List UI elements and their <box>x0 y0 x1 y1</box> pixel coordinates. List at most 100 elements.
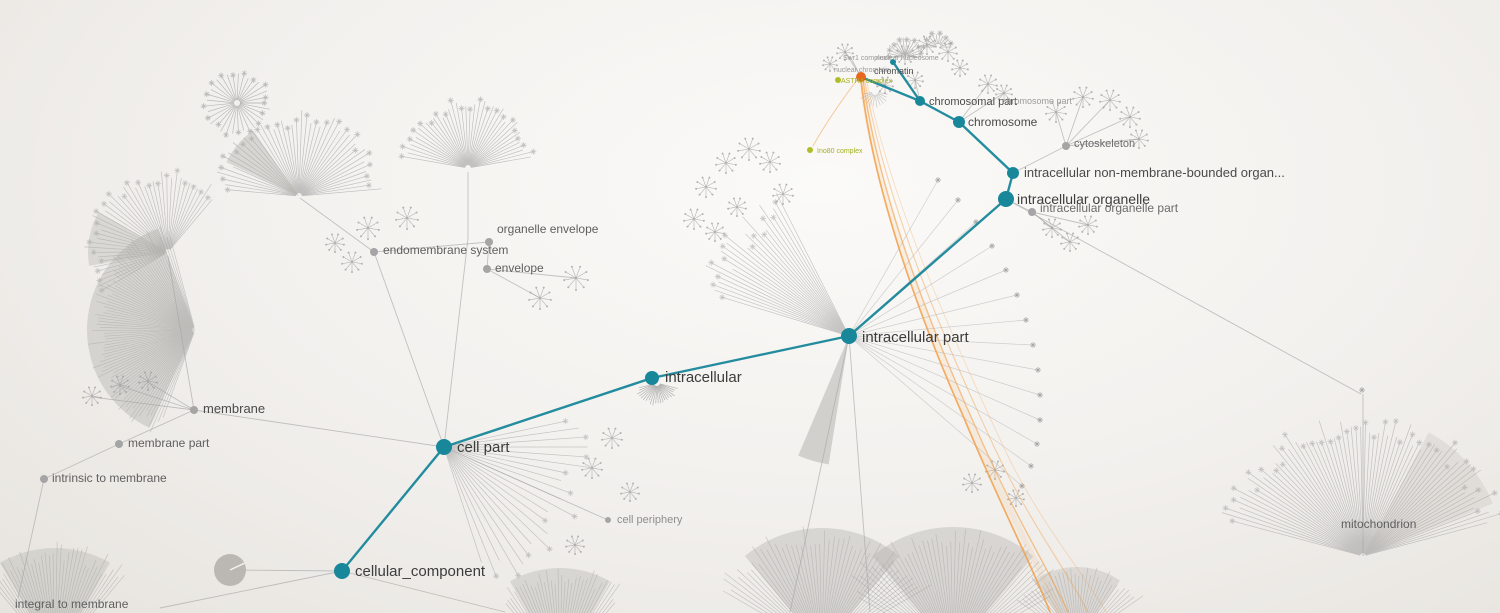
node-labels[interactable]: cellular_component cell part intracellular… <box>15 55 1416 611</box>
highlight-edge <box>340 445 446 573</box>
label-chromosomal-part[interactable]: chromosomal part <box>929 96 1017 108</box>
highlighted-term-node[interactable] <box>915 96 925 106</box>
leaf-node-glyph <box>708 259 715 266</box>
leaf-glyphs <box>935 177 1365 489</box>
highlighted-term-node[interactable] <box>998 191 1014 207</box>
label-intracellular-organelle-part[interactable]: intracellular organelle part <box>1040 201 1179 215</box>
leaf-rosette-icon <box>581 457 603 479</box>
graph-edge <box>373 251 445 448</box>
go-term-node[interactable] <box>115 440 123 448</box>
go-term-node[interactable] <box>190 406 198 414</box>
go-term-node[interactable] <box>605 517 611 523</box>
leaf-node-glyph <box>514 135 521 142</box>
label-intracellular-part[interactable]: intracellular part <box>862 329 970 346</box>
graph-edge <box>91 396 195 411</box>
graph-edge <box>848 335 1038 445</box>
label-ino80-complex[interactable]: Ino80 complex <box>817 148 863 155</box>
graph-edge <box>1065 138 1140 147</box>
leaf-node-glyph <box>123 179 130 186</box>
highlighted-term-node[interactable] <box>645 371 659 385</box>
highlight-edge <box>847 197 1008 338</box>
leaf-node-glyph <box>262 81 269 88</box>
complex-term-node[interactable] <box>807 147 813 153</box>
complex-term-node[interactable] <box>835 77 841 83</box>
go-term-node[interactable] <box>485 238 493 246</box>
graph-nodes[interactable] <box>40 59 1070 586</box>
leaf-node-glyph <box>304 112 311 119</box>
label-chromosome[interactable]: chromosome <box>968 115 1038 129</box>
label-intracellular[interactable]: intracellular <box>665 369 742 386</box>
go-term-node[interactable] <box>1062 142 1070 150</box>
go-term-node[interactable] <box>370 248 378 256</box>
leaf-node-glyph <box>772 199 779 206</box>
leaf-node-glyph <box>530 148 537 155</box>
label-intracellular-non-membrane-bounded-organ[interactable]: intracellular non-membrane-bounded organ… <box>1024 165 1285 180</box>
highlighted-term-node[interactable] <box>436 439 452 455</box>
orange-link <box>860 79 1051 613</box>
leaf-node-glyph <box>1030 342 1036 348</box>
label-integral-to-membrane[interactable]: integral to membrane <box>15 597 129 611</box>
leaf-rosette-icon <box>695 176 717 198</box>
label-chromatin[interactable]: chromatin <box>874 66 914 76</box>
label-organelle-envelope[interactable]: organelle envelope <box>497 222 599 236</box>
leaf-rosette-icon <box>683 208 705 230</box>
leaf-node-glyph <box>399 143 406 150</box>
label-cell-periphery[interactable]: cell periphery <box>617 514 683 526</box>
highlight-path-edges <box>340 60 1015 573</box>
highlighted-term-node[interactable] <box>890 59 896 65</box>
label-chromosome-part[interactable]: chromosome part <box>1002 96 1073 106</box>
leaf-node-glyph <box>366 149 373 156</box>
label-membrane-part[interactable]: membrane part <box>128 436 210 450</box>
leaf-node-glyph <box>218 72 225 79</box>
highlighted-term-node[interactable] <box>334 563 350 579</box>
leaf-node-glyph <box>363 173 370 180</box>
leaf-node-glyph <box>219 153 226 160</box>
fan-cluster <box>84 167 213 294</box>
leaf-node-glyph <box>254 126 261 133</box>
leaf-node-glyph <box>1309 440 1316 447</box>
leaf-node-glyph <box>1382 418 1389 425</box>
graph-edge <box>373 241 490 253</box>
label-intrinsic-to-membrane[interactable]: intrinsic to membrane <box>52 471 167 485</box>
leaf-node-glyph <box>886 47 893 54</box>
leaf-node-glyph <box>917 50 924 57</box>
selected-term-node[interactable] <box>856 72 866 82</box>
label-nuclear-chromatin[interactable]: nuclear chromatin <box>834 67 890 74</box>
leaf-rosette-icon <box>110 375 130 395</box>
leaf-node-glyph <box>366 161 373 168</box>
leaf-node-glyph <box>583 453 590 460</box>
label-cellular-component[interactable]: cellular_component <box>355 563 486 580</box>
orange-link <box>812 79 858 147</box>
leaf-rosettes <box>82 35 1149 555</box>
label-cytoskeleton[interactable]: cytoskeleton <box>1074 138 1135 150</box>
highlighted-term-node[interactable] <box>841 328 857 344</box>
label-membrane[interactable]: membrane <box>203 401 265 416</box>
leaf-rosette-icon <box>528 286 552 310</box>
label-nuclear-nucleosome[interactable]: nuclear nucleosome <box>876 55 939 62</box>
graph-edge <box>848 335 1041 421</box>
label-astra-complex[interactable]: ASTRA complex <box>841 78 892 85</box>
go-term-node[interactable] <box>483 265 491 273</box>
leaf-node-glyph <box>710 281 717 288</box>
leaf-node-glyph <box>428 119 435 126</box>
label-mitochondrion[interactable]: mitochondrion <box>1341 517 1416 531</box>
highlighted-term-node[interactable] <box>1007 167 1019 179</box>
leaf-rosette-icon <box>565 535 585 555</box>
label-intracellular-organelle[interactable]: intracellular organelle <box>1017 191 1150 207</box>
leaf-node-glyph <box>86 239 93 246</box>
highlighted-term-node[interactable] <box>953 116 965 128</box>
label-cell-part[interactable]: cell part <box>457 439 510 456</box>
go-term-node[interactable] <box>40 475 48 483</box>
leaf-node-glyph <box>920 44 927 50</box>
leaf-node-glyph <box>121 193 128 200</box>
fan-cluster <box>1016 567 1144 613</box>
go-term-node[interactable] <box>1028 208 1036 216</box>
label-endomembrane-system[interactable]: endomembrane system <box>383 243 508 257</box>
label-swr1-complex[interactable]: Swr1 complex <box>843 55 887 62</box>
label-envelope[interactable]: envelope <box>495 261 544 275</box>
leaf-node-glyph <box>274 121 281 128</box>
graph-edge <box>848 335 1023 487</box>
graph-edge <box>118 409 195 445</box>
